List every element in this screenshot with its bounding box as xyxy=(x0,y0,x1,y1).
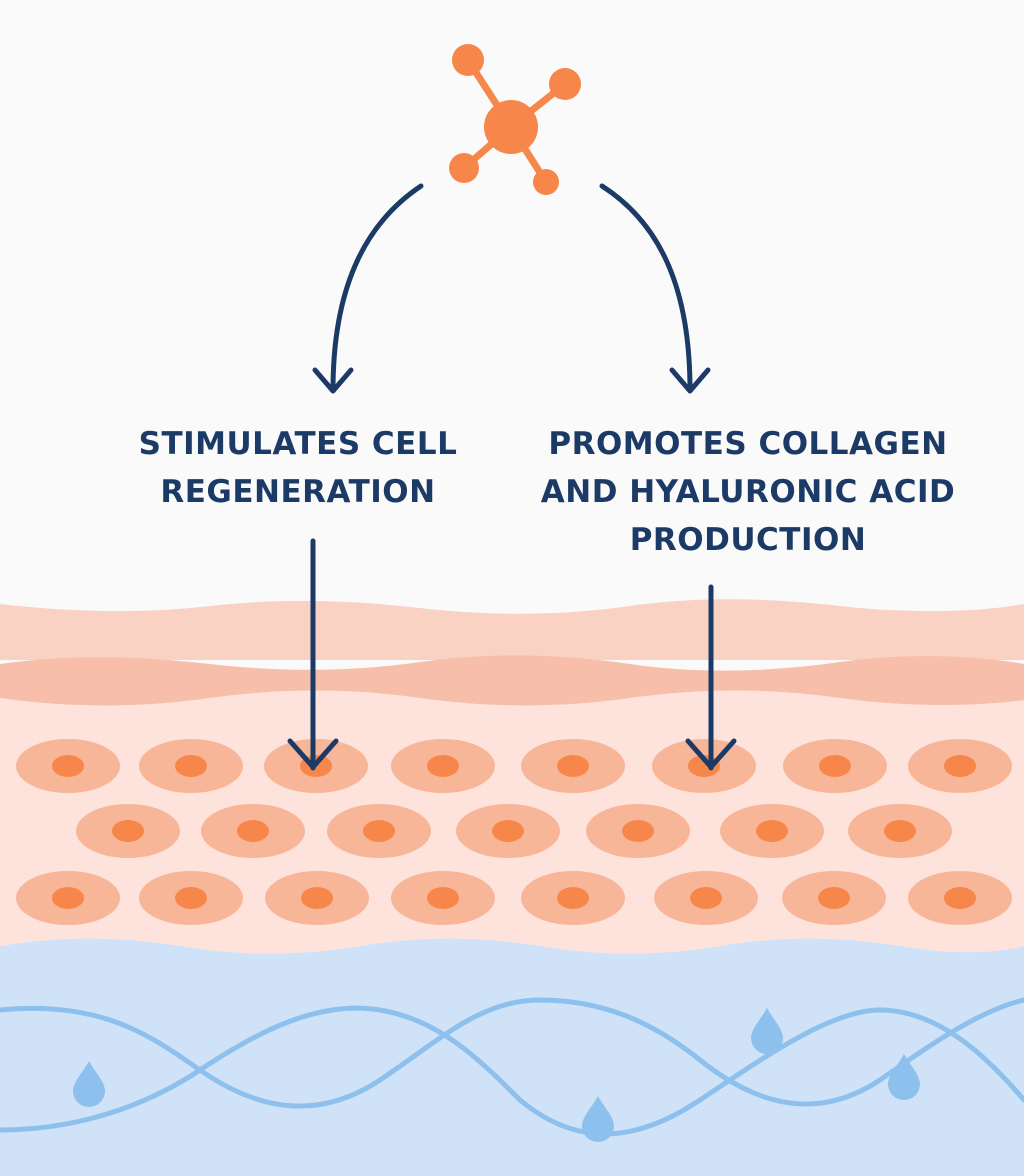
arrow-head xyxy=(685,738,737,770)
droplets xyxy=(73,1008,920,1142)
label-line: PROMOTES COLLAGEN xyxy=(548,426,948,462)
label-line: STIMULATES CELL xyxy=(138,426,458,462)
cell xyxy=(456,804,560,858)
arrow-head xyxy=(312,367,354,394)
straight-arrows xyxy=(287,538,737,771)
cell xyxy=(391,871,495,925)
cell xyxy=(16,871,120,925)
cell xyxy=(201,804,305,858)
collagen-production-label: PROMOTES COLLAGEN AND HYALURONIC ACID PR… xyxy=(508,420,988,564)
cell xyxy=(327,804,431,858)
cell xyxy=(139,739,243,793)
skin-top-layer xyxy=(0,599,1024,660)
cell xyxy=(652,739,756,793)
arrow-head xyxy=(287,738,339,770)
cell xyxy=(265,871,369,925)
skin-second-layer xyxy=(0,655,1024,706)
cell xyxy=(391,739,495,793)
cell xyxy=(848,804,952,858)
cell xyxy=(76,804,180,858)
label-line: REGENERATION xyxy=(160,474,436,510)
cell xyxy=(908,739,1012,793)
dermis-layer xyxy=(0,938,1024,1176)
cell xyxy=(720,804,824,858)
cell xyxy=(782,871,886,925)
cell xyxy=(654,871,758,925)
cell xyxy=(139,871,243,925)
cell xyxy=(586,804,690,858)
water-droplet-icon xyxy=(582,1096,614,1142)
cell-row-2 xyxy=(76,804,952,858)
cell-row-3 xyxy=(16,871,1012,925)
water-droplet-icon xyxy=(888,1054,920,1100)
fiber xyxy=(0,1005,1024,1137)
water-droplet-icon xyxy=(751,1008,783,1054)
cell-row-1 xyxy=(16,739,1012,793)
cell xyxy=(521,871,625,925)
curved-arrows xyxy=(312,183,711,394)
collagen-fibers xyxy=(0,997,1024,1137)
cell xyxy=(16,739,120,793)
molecule-icon xyxy=(449,44,581,195)
arrow-down-icon xyxy=(599,183,693,393)
label-line: PRODUCTION xyxy=(629,522,867,558)
label-line: AND HYALURONIC ACID xyxy=(540,474,956,510)
arrow-head xyxy=(669,367,711,394)
water-droplet-icon xyxy=(73,1061,105,1107)
cell xyxy=(783,739,887,793)
cell xyxy=(521,739,625,793)
arrow-down-icon xyxy=(330,183,424,393)
cell xyxy=(908,871,1012,925)
cell-regeneration-label: STIMULATES CELL REGENERATION xyxy=(98,420,498,516)
